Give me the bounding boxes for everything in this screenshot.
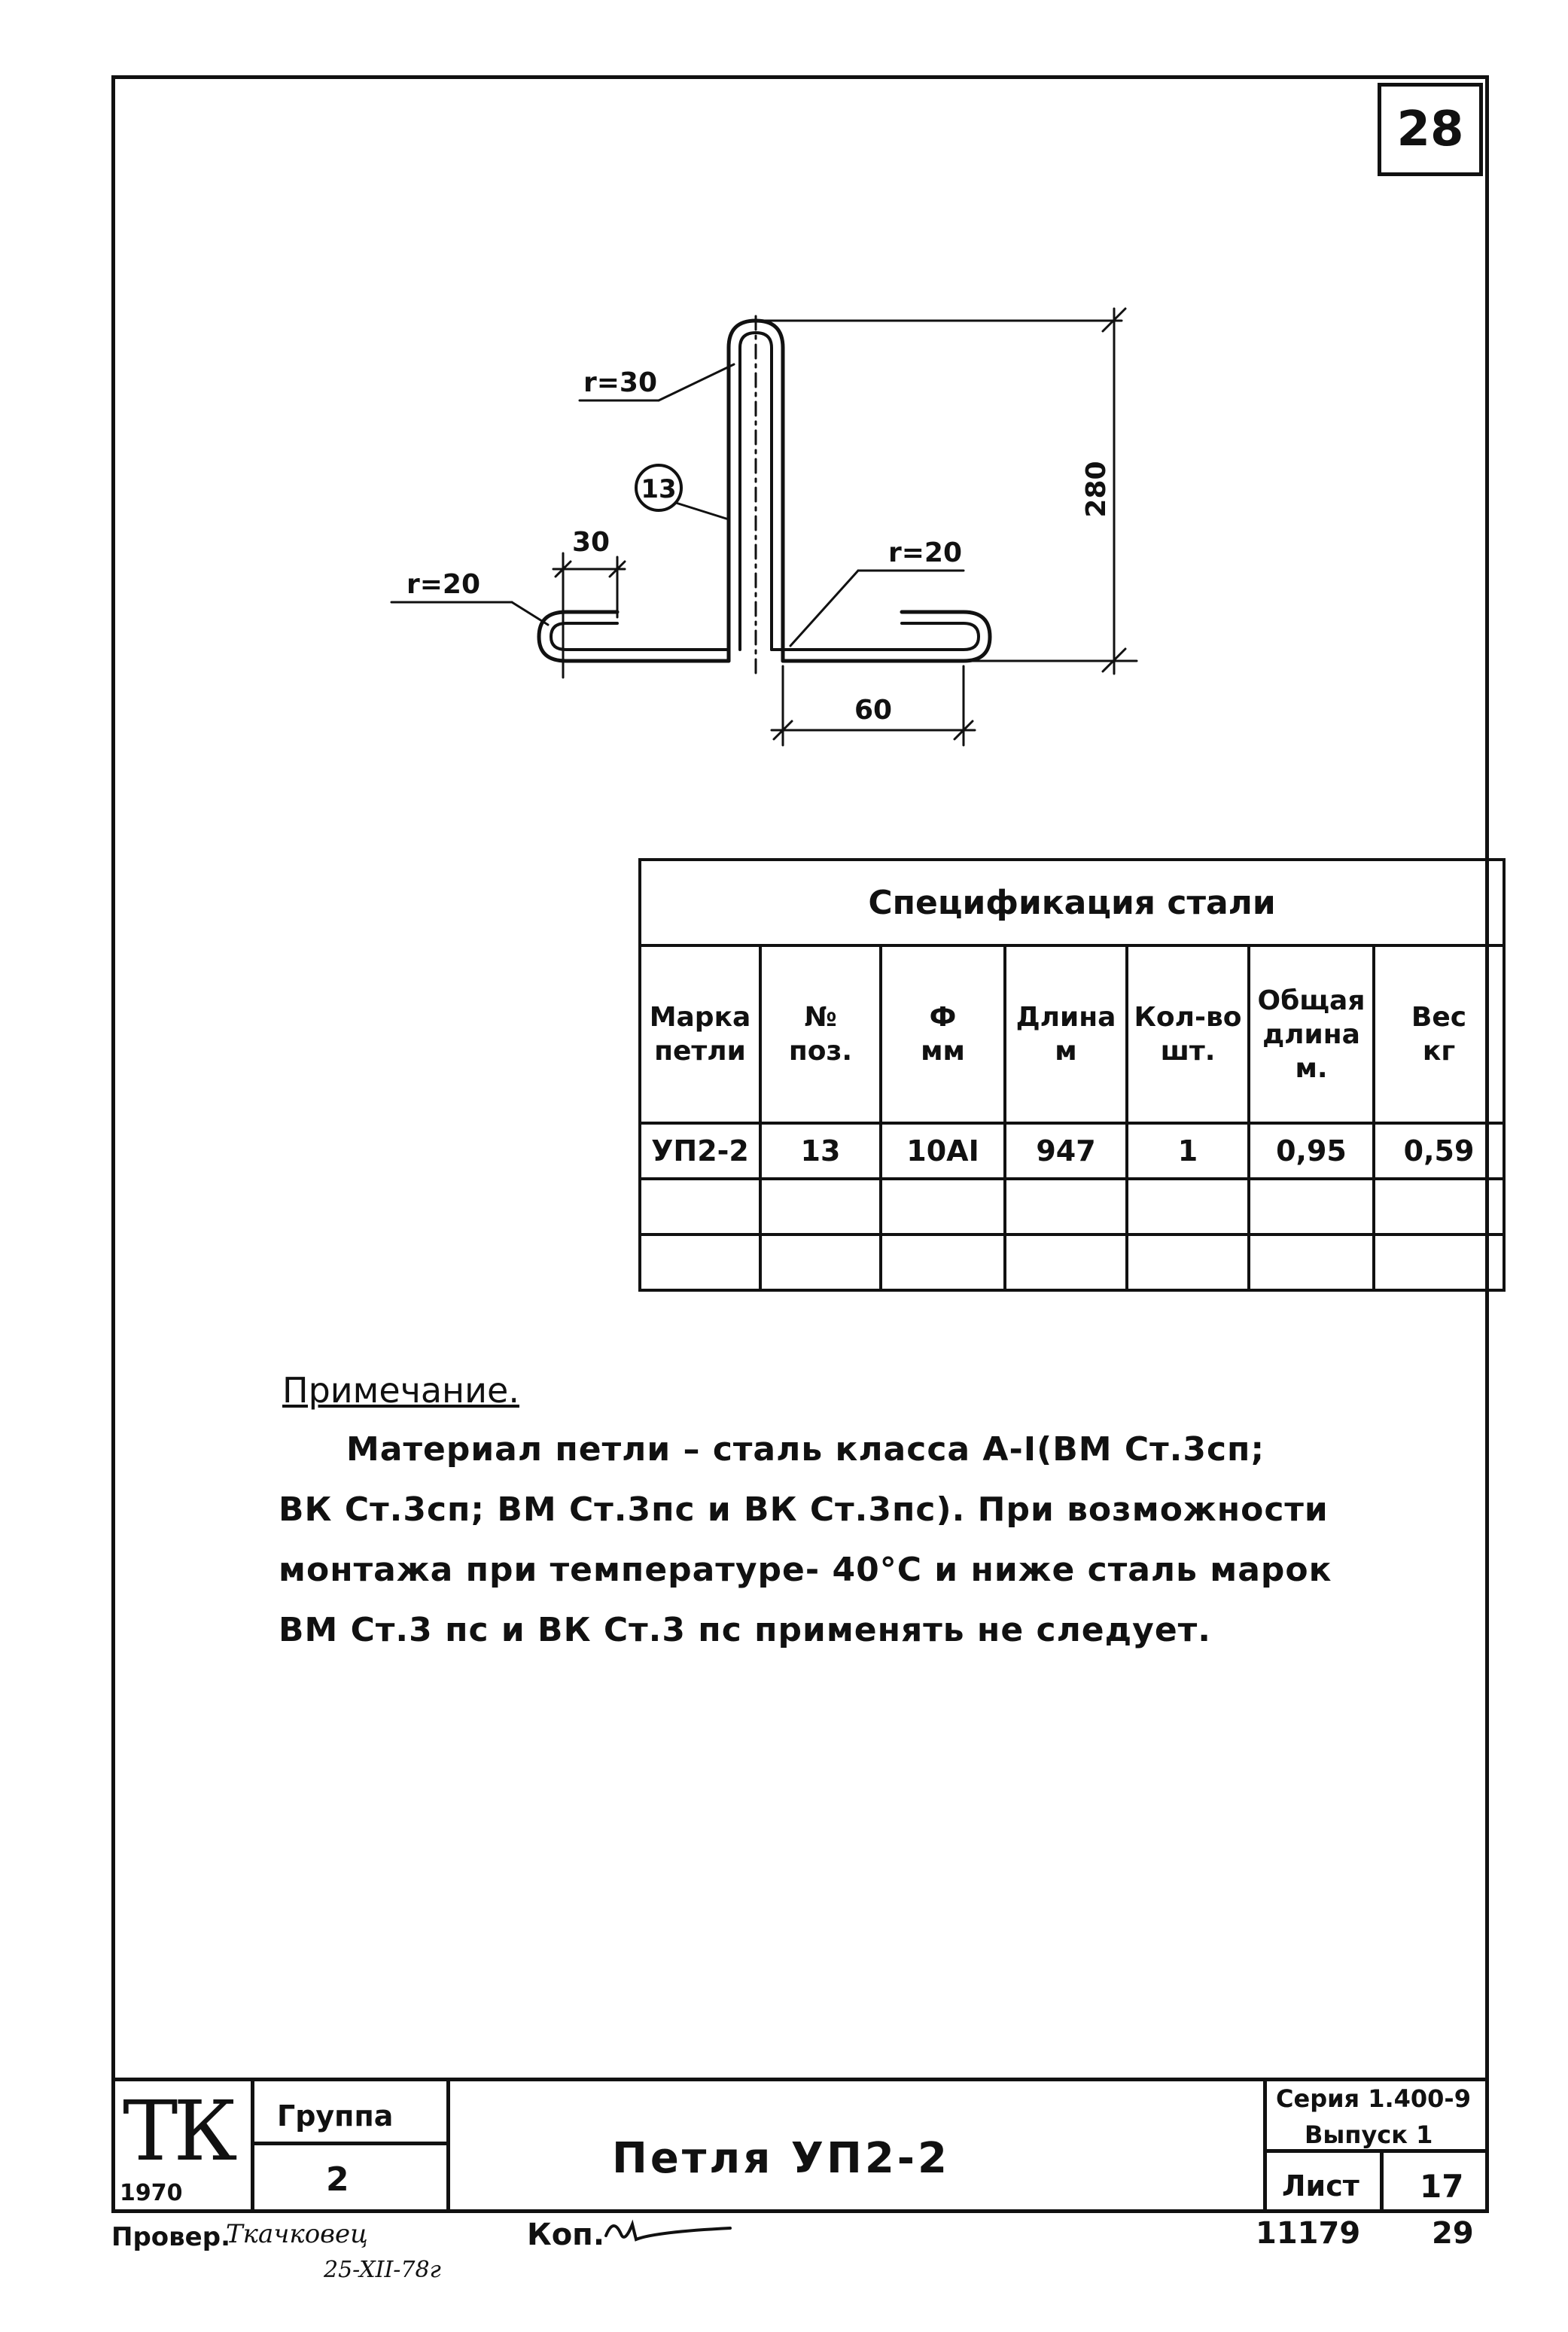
- table-cell: 1: [1125, 1122, 1250, 1180]
- table-cell: [759, 1233, 882, 1292]
- note-line: монтажа при температуре- 40°С и ниже ста…: [279, 1551, 1332, 1589]
- table-cell: [879, 1177, 1006, 1236]
- checked-date: 25-XII-78г: [324, 2257, 441, 2283]
- series-cell: Серия 1.400-9 Выпуск 1: [1263, 2078, 1489, 2153]
- series-label: Серия 1.400-9: [1276, 2084, 1471, 2113]
- left-hook: [537, 610, 731, 663]
- table-cell: [638, 1233, 762, 1292]
- table-cell: [1247, 1233, 1375, 1292]
- loop-drawing: r=30 13 30 r=20 r=20 280 60: [390, 307, 1138, 747]
- radius-top-label: r=30: [583, 367, 657, 398]
- radius-left-label: r=20: [406, 569, 480, 600]
- note-title: Примечание.: [282, 1370, 519, 1411]
- table-cell: 10AI: [879, 1122, 1006, 1180]
- table-cell: [1247, 1177, 1375, 1236]
- dim-height: 280: [1081, 461, 1112, 517]
- table-cell: 13: [759, 1122, 882, 1180]
- note-line: Материал петли – сталь класса A-I(ВМ Ст.…: [346, 1430, 1265, 1469]
- table-cell: [1372, 1233, 1506, 1292]
- table-cell: УП2-2: [638, 1122, 762, 1180]
- specification-title: Спецификация стали: [638, 858, 1506, 947]
- table-cell: [879, 1233, 1006, 1292]
- table-cell: [1125, 1233, 1250, 1292]
- sheet-value: 17: [1420, 2168, 1464, 2205]
- table-cell: [1003, 1177, 1128, 1236]
- title-block-logo-cell: ТК 1970: [111, 2078, 254, 2213]
- sheet-value-cell: 17: [1380, 2149, 1489, 2213]
- page-number: 29: [1432, 2216, 1474, 2251]
- logo: ТК: [123, 2083, 237, 2179]
- group-value: 2: [326, 2160, 349, 2199]
- dim-width-left: 30: [572, 527, 610, 558]
- logo-year: 1970: [120, 2180, 183, 2206]
- table-cell: 0,59: [1372, 1122, 1506, 1180]
- item-title-cell: Петля УП2-2: [446, 2078, 1267, 2213]
- dim-width-bottom: 60: [854, 695, 892, 726]
- item-title: Петля УП2-2: [612, 2134, 950, 2183]
- table-row: [638, 1177, 1506, 1236]
- radius-right-label: r=20: [888, 537, 962, 568]
- table-cell: 947: [1003, 1122, 1128, 1180]
- copied-label: Коп.: [527, 2218, 605, 2252]
- checked-signature: Ткачковец: [226, 2219, 368, 2249]
- position-marker: 13: [641, 474, 676, 504]
- group-label: Группа: [277, 2099, 394, 2133]
- table-cell: [1003, 1233, 1128, 1292]
- sheet-number: 28: [1378, 83, 1483, 176]
- group-value-cell: 2: [251, 2142, 450, 2213]
- archive-number: 11179: [1256, 2216, 1361, 2251]
- note-line: ВК Ст.3сп; ВМ Ст.3пс и ВК Ст.3пс). При в…: [279, 1490, 1329, 1529]
- note-line: ВМ Ст.3 пс и ВК Ст.3 пс применять не сле…: [279, 1611, 1211, 1649]
- table-cell: [638, 1177, 762, 1236]
- table-cell: 0,95: [1247, 1122, 1375, 1180]
- table-row: [638, 1233, 1506, 1292]
- table-row: УП2-2 13 10AI 947 1 0,95 0,59: [638, 1122, 1506, 1180]
- sheet-label-cell: Лист: [1263, 2149, 1384, 2213]
- issue-label: Выпуск 1: [1305, 2120, 1433, 2149]
- checked-label: Провер.: [111, 2222, 230, 2252]
- group-label-cell: Группа: [251, 2078, 450, 2145]
- sheet-label: Лист: [1282, 2169, 1359, 2203]
- table-cell: [1372, 1177, 1506, 1236]
- table-cell: [1125, 1177, 1250, 1236]
- copier-signature: [604, 2219, 732, 2242]
- table-cell: [759, 1177, 882, 1236]
